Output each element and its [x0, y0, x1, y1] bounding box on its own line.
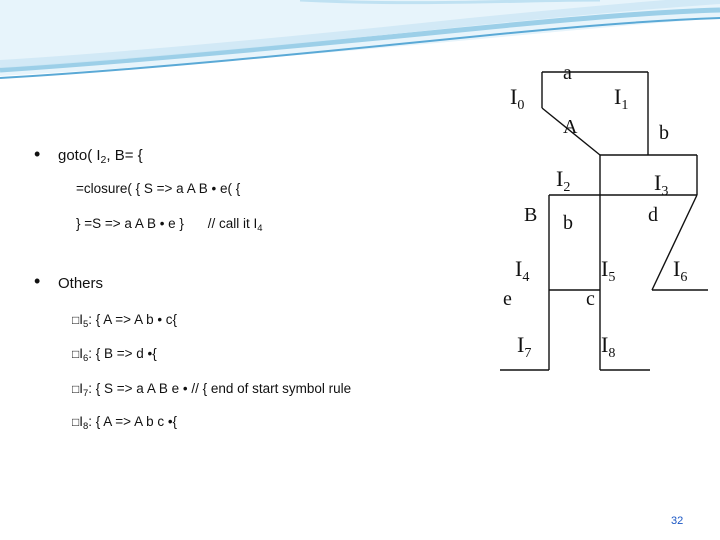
state-node-i2: I2: [556, 166, 570, 196]
edge-label-c: c: [586, 288, 595, 311]
state-node-sub: 0: [517, 97, 524, 113]
edge-label-A: A: [563, 116, 577, 139]
state-node-i0: I0: [510, 84, 524, 114]
state-node-i3: I3: [654, 170, 668, 200]
edge-label-b-top: b: [659, 122, 669, 145]
state-node-i4: I4: [515, 256, 529, 286]
state-node-i8: I8: [601, 332, 615, 362]
edge-label-e: e: [503, 288, 512, 311]
state-node-sub: 6: [680, 269, 687, 285]
state-node-sub: 8: [608, 345, 615, 361]
state-node-i6: I6: [673, 256, 687, 286]
edge-label-B: B: [524, 204, 537, 227]
state-node-sub: 1: [621, 97, 628, 113]
edge-label-a: a: [563, 62, 572, 85]
page-number: 32: [671, 515, 683, 527]
state-node-sub: 5: [608, 269, 615, 285]
state-node-sub: 3: [661, 183, 668, 199]
edge-label-d: d: [648, 204, 658, 227]
state-node-sub: 7: [524, 345, 531, 361]
state-node-i1: I1: [614, 84, 628, 114]
state-node-i5: I5: [601, 256, 615, 286]
edge-label-b-mid: b: [563, 212, 573, 235]
state-node-i7: I7: [517, 332, 531, 362]
state-node-sub: 4: [522, 269, 529, 285]
state-node-sub: 2: [563, 179, 570, 195]
